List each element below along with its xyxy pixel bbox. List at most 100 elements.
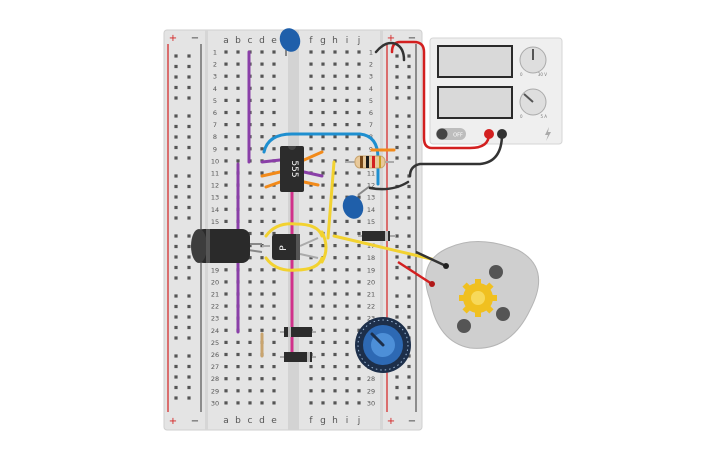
- breadboard-hole[interactable]: [248, 304, 252, 308]
- breadboard-hole[interactable]: [309, 159, 313, 163]
- breadboard-hole[interactable]: [345, 123, 349, 127]
- breadboard-hole[interactable]: [333, 256, 337, 260]
- breadboard-hole[interactable]: [187, 396, 191, 400]
- breadboard-hole[interactable]: [333, 123, 337, 127]
- breadboard-hole[interactable]: [345, 171, 349, 175]
- breadboard-hole[interactable]: [260, 171, 264, 175]
- breadboard-hole[interactable]: [345, 62, 349, 66]
- breadboard-hole[interactable]: [224, 389, 228, 393]
- breadboard-hole[interactable]: [309, 401, 313, 405]
- breadboard-hole[interactable]: [333, 268, 337, 272]
- breadboard-hole[interactable]: [309, 377, 313, 381]
- breadboard-hole[interactable]: [272, 207, 276, 211]
- breadboard-hole[interactable]: [345, 231, 349, 236]
- breadboard-hole[interactable]: [236, 147, 240, 151]
- breadboard-hole[interactable]: [395, 174, 399, 178]
- breadboard-hole[interactable]: [333, 50, 337, 54]
- breadboard-hole[interactable]: [272, 98, 276, 102]
- breadboard-hole[interactable]: [395, 385, 399, 390]
- breadboard-hole[interactable]: [236, 50, 240, 54]
- breadboard-hole[interactable]: [309, 365, 313, 369]
- breadboard-hole[interactable]: [174, 294, 178, 298]
- breadboard-hole[interactable]: [272, 292, 276, 296]
- breadboard-hole[interactable]: [187, 354, 191, 358]
- breadboard-hole[interactable]: [187, 315, 191, 319]
- breadboard-hole[interactable]: [174, 195, 178, 199]
- breadboard-hole[interactable]: [236, 389, 240, 393]
- breadboard-hole[interactable]: [174, 265, 178, 270]
- breadboard-hole[interactable]: [321, 123, 325, 127]
- breadboard-hole[interactable]: [357, 377, 361, 381]
- breadboard-hole[interactable]: [236, 401, 240, 405]
- breadboard-hole[interactable]: [407, 135, 411, 139]
- breadboard-hole[interactable]: [345, 183, 349, 187]
- wire-black-top[interactable]: [374, 41, 406, 62]
- breadboard-hole[interactable]: [333, 207, 337, 211]
- breadboard-hole[interactable]: [321, 74, 325, 78]
- breadboard-hole[interactable]: [333, 183, 337, 187]
- breadboard-hole[interactable]: [309, 74, 313, 78]
- breadboard-hole[interactable]: [248, 292, 252, 296]
- breadboard-hole[interactable]: [224, 328, 228, 332]
- breadboard-hole[interactable]: [309, 389, 313, 393]
- breadboard-hole[interactable]: [272, 401, 276, 405]
- breadboard-hole[interactable]: [260, 183, 264, 187]
- motor-lead-black[interactable]: [415, 250, 447, 268]
- breadboard-hole[interactable]: [174, 234, 178, 238]
- breadboard-hole[interactable]: [272, 328, 276, 332]
- breadboard-hole[interactable]: [395, 205, 399, 210]
- breadboard-hole[interactable]: [174, 336, 178, 340]
- breadboard-hole[interactable]: [395, 75, 399, 79]
- breadboard-hole[interactable]: [260, 365, 264, 369]
- breadboard-hole[interactable]: [333, 98, 337, 102]
- breadboard-hole[interactable]: [260, 110, 264, 115]
- breadboard-hole[interactable]: [321, 219, 325, 223]
- breadboard-hole[interactable]: [407, 184, 411, 189]
- breadboard-hole[interactable]: [187, 325, 191, 330]
- breadboard-hole[interactable]: [357, 280, 361, 284]
- breadboard-hole[interactable]: [407, 375, 411, 379]
- breadboard-hole[interactable]: [357, 401, 361, 405]
- breadboard-hole[interactable]: [224, 123, 228, 127]
- breadboard-hole[interactable]: [174, 174, 178, 178]
- breadboard-hole[interactable]: [321, 352, 325, 357]
- breadboard-hole[interactable]: [174, 96, 178, 100]
- breadboard-hole[interactable]: [309, 147, 313, 151]
- breadboard-hole[interactable]: [272, 147, 276, 151]
- breadboard-hole[interactable]: [174, 276, 178, 280]
- breadboard-hole[interactable]: [248, 256, 252, 260]
- breadboard-hole[interactable]: [187, 114, 191, 118]
- breadboard-hole[interactable]: [309, 304, 313, 308]
- breadboard-hole[interactable]: [345, 74, 349, 78]
- breadboard-hole[interactable]: [357, 135, 361, 139]
- breadboard-hole[interactable]: [309, 183, 313, 187]
- breadboard-hole[interactable]: [321, 328, 325, 332]
- breadboard-hole[interactable]: [321, 147, 325, 151]
- breadboard-hole[interactable]: [407, 85, 411, 90]
- breadboard-hole[interactable]: [345, 219, 349, 223]
- breadboard-hole[interactable]: [407, 255, 411, 259]
- breadboard-hole[interactable]: [321, 389, 325, 393]
- breadboard-hole[interactable]: [187, 375, 191, 379]
- breadboard-hole[interactable]: [321, 316, 325, 320]
- breadboard-hole[interactable]: [187, 385, 191, 390]
- breadboard-hole[interactable]: [260, 292, 264, 296]
- breadboard-hole[interactable]: [333, 135, 337, 139]
- breadboard-hole[interactable]: [357, 147, 361, 151]
- breadboard-hole[interactable]: [309, 316, 313, 320]
- breadboard-hole[interactable]: [272, 50, 276, 54]
- breadboard-hole[interactable]: [357, 389, 361, 393]
- breadboard-hole[interactable]: [272, 316, 276, 320]
- breadboard-hole[interactable]: [248, 328, 252, 332]
- breadboard-hole[interactable]: [309, 256, 313, 260]
- breadboard-hole[interactable]: [224, 86, 228, 90]
- breadboard-hole[interactable]: [321, 159, 325, 163]
- breadboard-hole[interactable]: [248, 389, 252, 393]
- breadboard-hole[interactable]: [321, 304, 325, 308]
- breadboard-hole[interactable]: [248, 268, 252, 272]
- breadboard-hole[interactable]: [309, 62, 313, 66]
- breadboard-hole[interactable]: [395, 64, 399, 69]
- breadboard-hole[interactable]: [187, 216, 191, 220]
- transistor-p[interactable]: P: [262, 234, 319, 260]
- motor-lead-red[interactable]: [397, 260, 433, 286]
